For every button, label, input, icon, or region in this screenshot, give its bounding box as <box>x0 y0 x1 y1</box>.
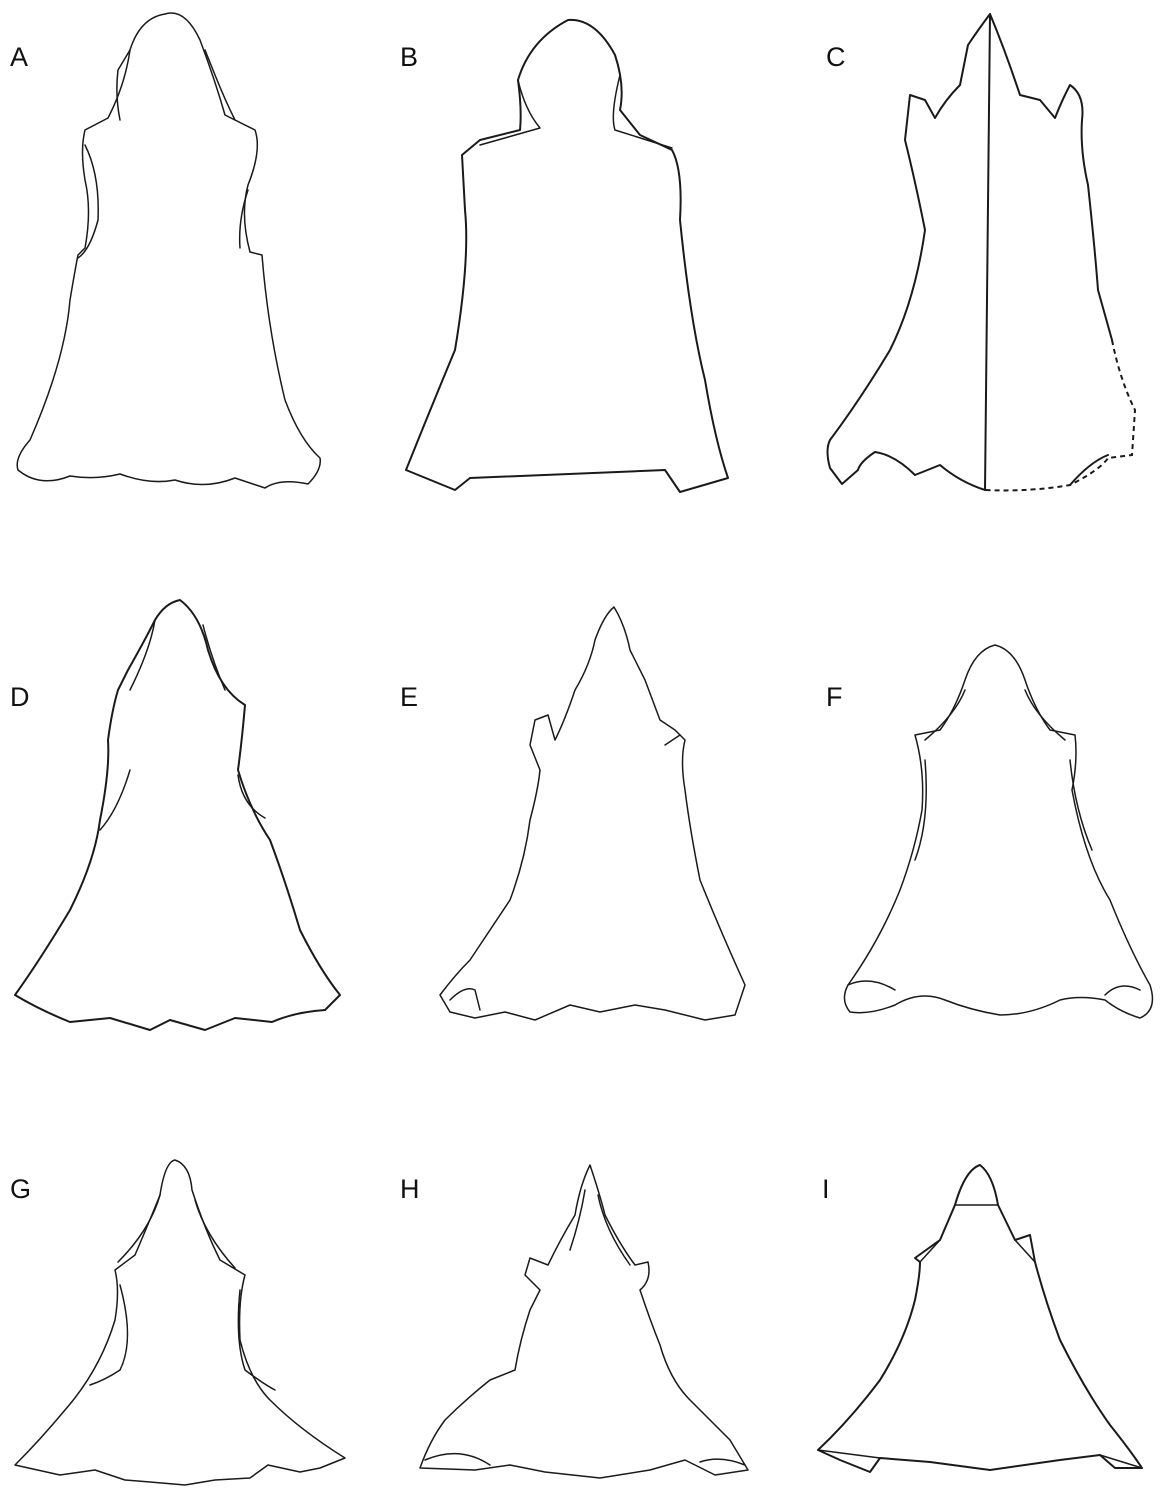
skull-inner-right-d <box>203 625 265 818</box>
panel-label-i: I <box>822 1174 830 1204</box>
panel-label-b: B <box>400 42 418 72</box>
panel-b: B <box>400 20 728 492</box>
skull-inner-left-d <box>100 620 155 830</box>
panel-label-c: C <box>826 42 846 72</box>
skull-outline-b <box>406 20 728 492</box>
panel-label-a: A <box>10 42 28 72</box>
skull-inner-f <box>848 690 1140 995</box>
panel-e: E <box>400 607 745 1020</box>
skull-outline-d <box>15 600 340 1030</box>
skull-outline-a <box>17 13 320 488</box>
panel-label-g: G <box>10 1174 31 1204</box>
panel-i: I <box>818 1165 1142 1472</box>
skull-inner-left-a <box>78 50 130 258</box>
panel-f: F <box>826 645 1152 1018</box>
skull-outline-i <box>818 1165 1142 1472</box>
panel-label-d: D <box>10 682 30 712</box>
skull-outline-e <box>440 607 745 1020</box>
panel-a: A <box>10 13 320 488</box>
skull-inner-i <box>818 1205 1142 1468</box>
panel-g: G <box>10 1160 345 1485</box>
panel-label-f: F <box>826 682 843 712</box>
skull-outline-h <box>420 1165 748 1478</box>
panel-label-e: E <box>400 682 418 712</box>
skull-outline-f <box>844 645 1152 1018</box>
panel-c: C <box>826 14 1135 490</box>
panel-label-h: H <box>400 1174 420 1204</box>
skull-inner-right-a <box>205 50 248 248</box>
skull-outline-c <box>828 14 1113 490</box>
skull-inner-h <box>425 1190 745 1465</box>
skull-outline-g <box>15 1160 345 1485</box>
skull-inner-e <box>450 735 680 1010</box>
panel-d: D <box>10 600 340 1030</box>
skull-reconstructed-edge-c <box>985 340 1135 490</box>
panel-h: H <box>400 1165 748 1478</box>
skull-inner-left-b <box>480 80 540 145</box>
